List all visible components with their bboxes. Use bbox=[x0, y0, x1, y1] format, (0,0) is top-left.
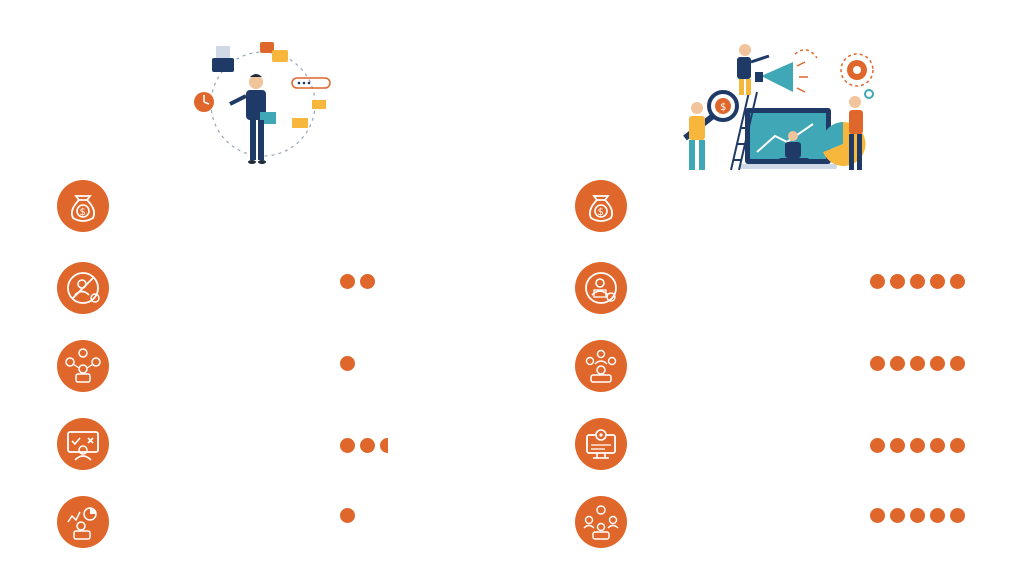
money-bag-icon: $ bbox=[57, 180, 109, 232]
rating-dot bbox=[930, 274, 945, 289]
rating-dot bbox=[950, 508, 965, 523]
rating-dot bbox=[890, 274, 905, 289]
rating-dots-right-row-3 bbox=[870, 356, 965, 371]
rating-dot bbox=[890, 356, 905, 371]
monitor-check-cross-icon bbox=[57, 418, 109, 470]
rating-dot bbox=[890, 438, 905, 453]
team-group-icon bbox=[575, 340, 627, 392]
freelancer-multitasking-illustration bbox=[188, 38, 338, 170]
rating-dots-left-row-5 bbox=[340, 508, 355, 523]
marketing-team-illustration: $ bbox=[675, 42, 895, 174]
rating-dot bbox=[910, 356, 925, 371]
team-network-icon bbox=[575, 496, 627, 548]
rating-dot bbox=[360, 274, 375, 289]
rating-dot bbox=[950, 356, 965, 371]
svg-text:$: $ bbox=[80, 207, 86, 218]
monitor-settings-icon bbox=[575, 418, 627, 470]
rating-dots-left-row-2 bbox=[340, 274, 375, 289]
rating-dot bbox=[360, 438, 375, 453]
rating-dots-right-row-5 bbox=[870, 508, 965, 523]
time-management-icon bbox=[57, 340, 109, 392]
rating-dot bbox=[340, 438, 355, 453]
rating-dot bbox=[930, 356, 945, 371]
rating-dot bbox=[930, 508, 945, 523]
no-employee-icon bbox=[57, 262, 109, 314]
rating-dot bbox=[870, 274, 885, 289]
svg-text:$: $ bbox=[720, 102, 726, 113]
rating-dot bbox=[890, 508, 905, 523]
rating-dot bbox=[870, 356, 885, 371]
money-bag-icon: $ bbox=[575, 180, 627, 232]
rating-dots-left-row-4 bbox=[340, 438, 388, 453]
rating-dot bbox=[910, 508, 925, 523]
rating-dots-left-row-3 bbox=[340, 356, 355, 371]
svg-text:$: $ bbox=[598, 207, 604, 218]
rating-dot bbox=[870, 438, 885, 453]
rating-dot bbox=[950, 438, 965, 453]
rating-dot bbox=[340, 508, 355, 523]
rating-dot bbox=[910, 438, 925, 453]
rating-dots-right-row-4 bbox=[870, 438, 965, 453]
analytics-person-icon bbox=[57, 496, 109, 548]
rating-dot bbox=[930, 438, 945, 453]
rating-dot-partial bbox=[380, 438, 388, 453]
rating-dot bbox=[340, 356, 355, 371]
certified-employee-icon bbox=[575, 262, 627, 314]
rating-dot bbox=[950, 274, 965, 289]
rating-dots-right-row-2 bbox=[870, 274, 965, 289]
rating-dot bbox=[870, 508, 885, 523]
rating-dot bbox=[910, 274, 925, 289]
rating-dot bbox=[340, 274, 355, 289]
